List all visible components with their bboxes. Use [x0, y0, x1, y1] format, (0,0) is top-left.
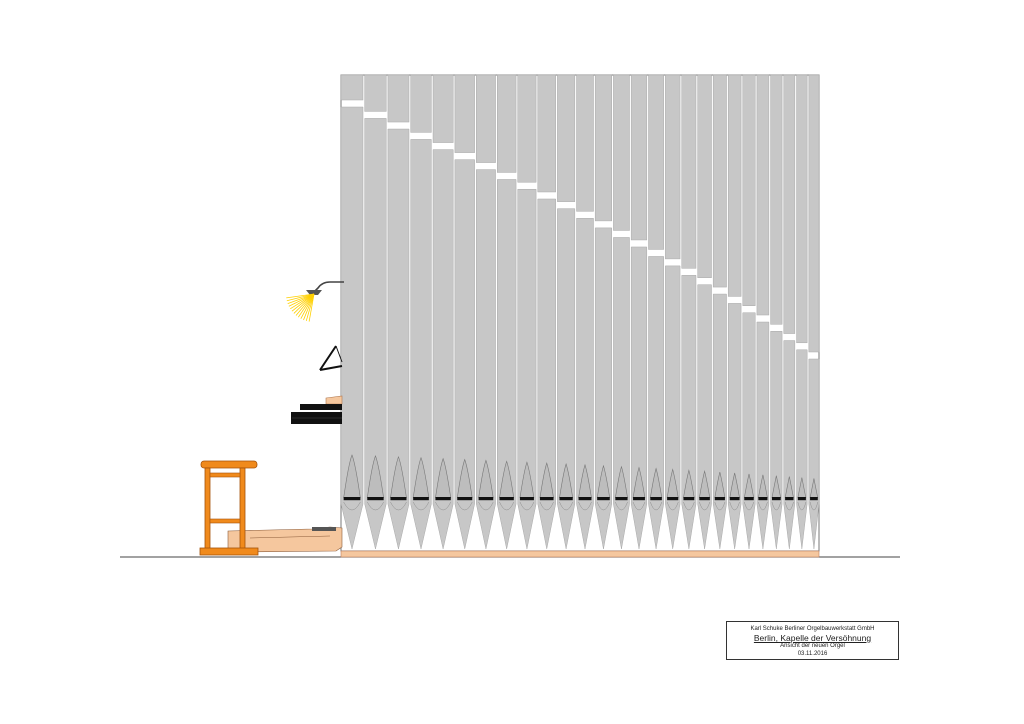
title-block-company: Karl Schuke Berliner Orgelbauwerkstatt G…	[750, 626, 875, 632]
lamp-ray	[295, 293, 315, 316]
organ-pipe	[796, 74, 808, 550]
organ-pipe	[476, 74, 496, 550]
title-block: Karl Schuke Berliner Orgelbauwerkstatt G…	[726, 621, 899, 660]
organ-pipe	[783, 74, 796, 550]
organ-pipe	[630, 74, 648, 550]
organ-pipe	[613, 74, 630, 550]
organ-pipe	[517, 74, 537, 550]
organ-pipe	[665, 74, 681, 550]
organ-pipe	[808, 74, 820, 550]
organ-pipe	[497, 74, 517, 550]
organ-pipe	[770, 74, 783, 550]
organ-base	[340, 550, 820, 558]
manual-keyboard-icon	[291, 395, 343, 424]
lamp-ray	[303, 293, 315, 321]
organ-pipe	[697, 74, 712, 550]
organ-pipe	[364, 74, 387, 550]
lamp-ray	[288, 293, 315, 307]
title-block-date: 03.11.2016	[797, 651, 828, 657]
lamp-ray	[308, 293, 315, 322]
organ-pipe	[576, 74, 594, 550]
lamp-ray	[305, 293, 315, 322]
organ-pipe	[742, 74, 756, 550]
organ-pipe	[432, 74, 454, 550]
organ-pipe	[712, 74, 727, 550]
organ-pipe	[681, 74, 697, 550]
title-block-title: Berlin, Kapelle der Versöhnung	[753, 633, 872, 643]
title-block-subtitle: Ansicht der neuen Orgel	[780, 643, 845, 649]
lamp-ray	[298, 293, 315, 318]
pipe-rank	[340, 74, 820, 550]
organ-pipe	[454, 74, 475, 550]
organ-pipe	[340, 74, 364, 550]
music-stand-icon	[319, 345, 343, 371]
organ-pipe	[387, 74, 410, 550]
lamp-ray	[300, 293, 315, 319]
organ-pipe	[648, 74, 664, 550]
organ-bench-icon	[199, 460, 259, 556]
organ-pipe	[537, 74, 556, 550]
lamp-ray	[287, 293, 315, 304]
lamp-ray	[286, 293, 315, 302]
organ-pipe	[410, 74, 432, 550]
lamp-ray	[286, 293, 315, 299]
lamp-ray	[293, 293, 315, 314]
organ-pipe	[756, 74, 770, 550]
lamp-ray	[291, 293, 315, 312]
organ-pipe	[594, 74, 612, 550]
lamp-ray	[290, 293, 315, 310]
organ-pipe	[727, 74, 742, 550]
lamp-icon	[286, 281, 344, 322]
organ-pipe	[557, 74, 576, 550]
